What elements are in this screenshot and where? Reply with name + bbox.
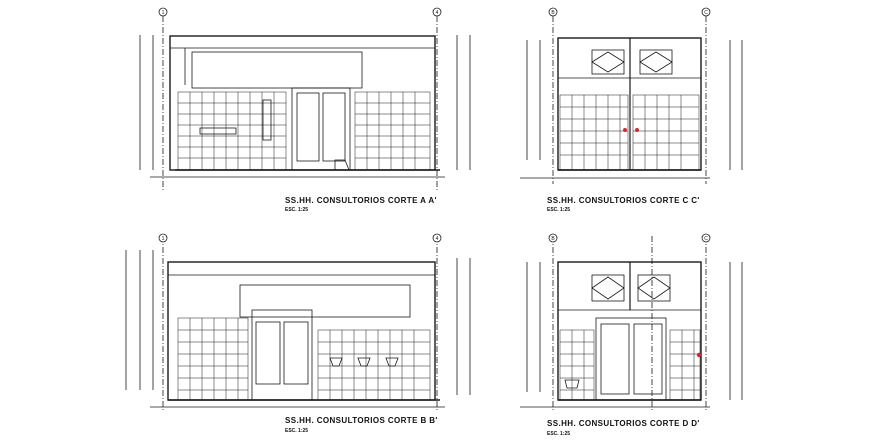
axis-label-b-right: 4: [436, 236, 439, 242]
section-b-scale: ESC. 1:25: [285, 428, 309, 434]
axis-bubble-d-right: [701, 233, 711, 243]
axis-bubble-b-right: [432, 233, 442, 243]
axis-bubble-a-left: [158, 7, 168, 17]
section-a-scale: ESC. 1:25: [285, 207, 309, 213]
axis-bubble-b-left: [158, 233, 168, 243]
axis-bubble-a-right: [432, 7, 442, 17]
axis-label-d-right: C: [704, 236, 708, 242]
axis-label-d-left: B: [551, 236, 555, 242]
axis-label-c-right: C: [704, 10, 708, 16]
axis-bubble-c-right: [701, 7, 711, 17]
axis-bubble-c-left: [548, 7, 558, 17]
axis-label-c-left: B: [551, 10, 555, 16]
axis-label-a-right: 4: [436, 10, 439, 16]
section-b-title: SS.HH. CONSULTORIOS CORTE B B': [285, 416, 438, 425]
section-d-title: SS.HH. CONSULTORIOS CORTE D D': [547, 419, 700, 428]
section-d-scale: ESC. 1:25: [547, 431, 571, 437]
axis-bubble-d-left: [548, 233, 558, 243]
section-c-title: SS.HH. CONSULTORIOS CORTE C C': [547, 196, 700, 205]
section-d-drawing: [520, 236, 743, 412]
axis-label-b-left: 1: [162, 236, 165, 242]
axis-markers: [158, 7, 711, 243]
section-c-scale: ESC. 1:25: [547, 207, 571, 213]
section-a-drawing: [139, 16, 471, 192]
section-c-drawing: [520, 16, 743, 184]
axis-label-a-left: 1: [162, 10, 165, 16]
section-a-title: SS.HH. CONSULTORIOS CORTE A A': [285, 196, 437, 205]
section-b-drawing: [125, 236, 471, 410]
